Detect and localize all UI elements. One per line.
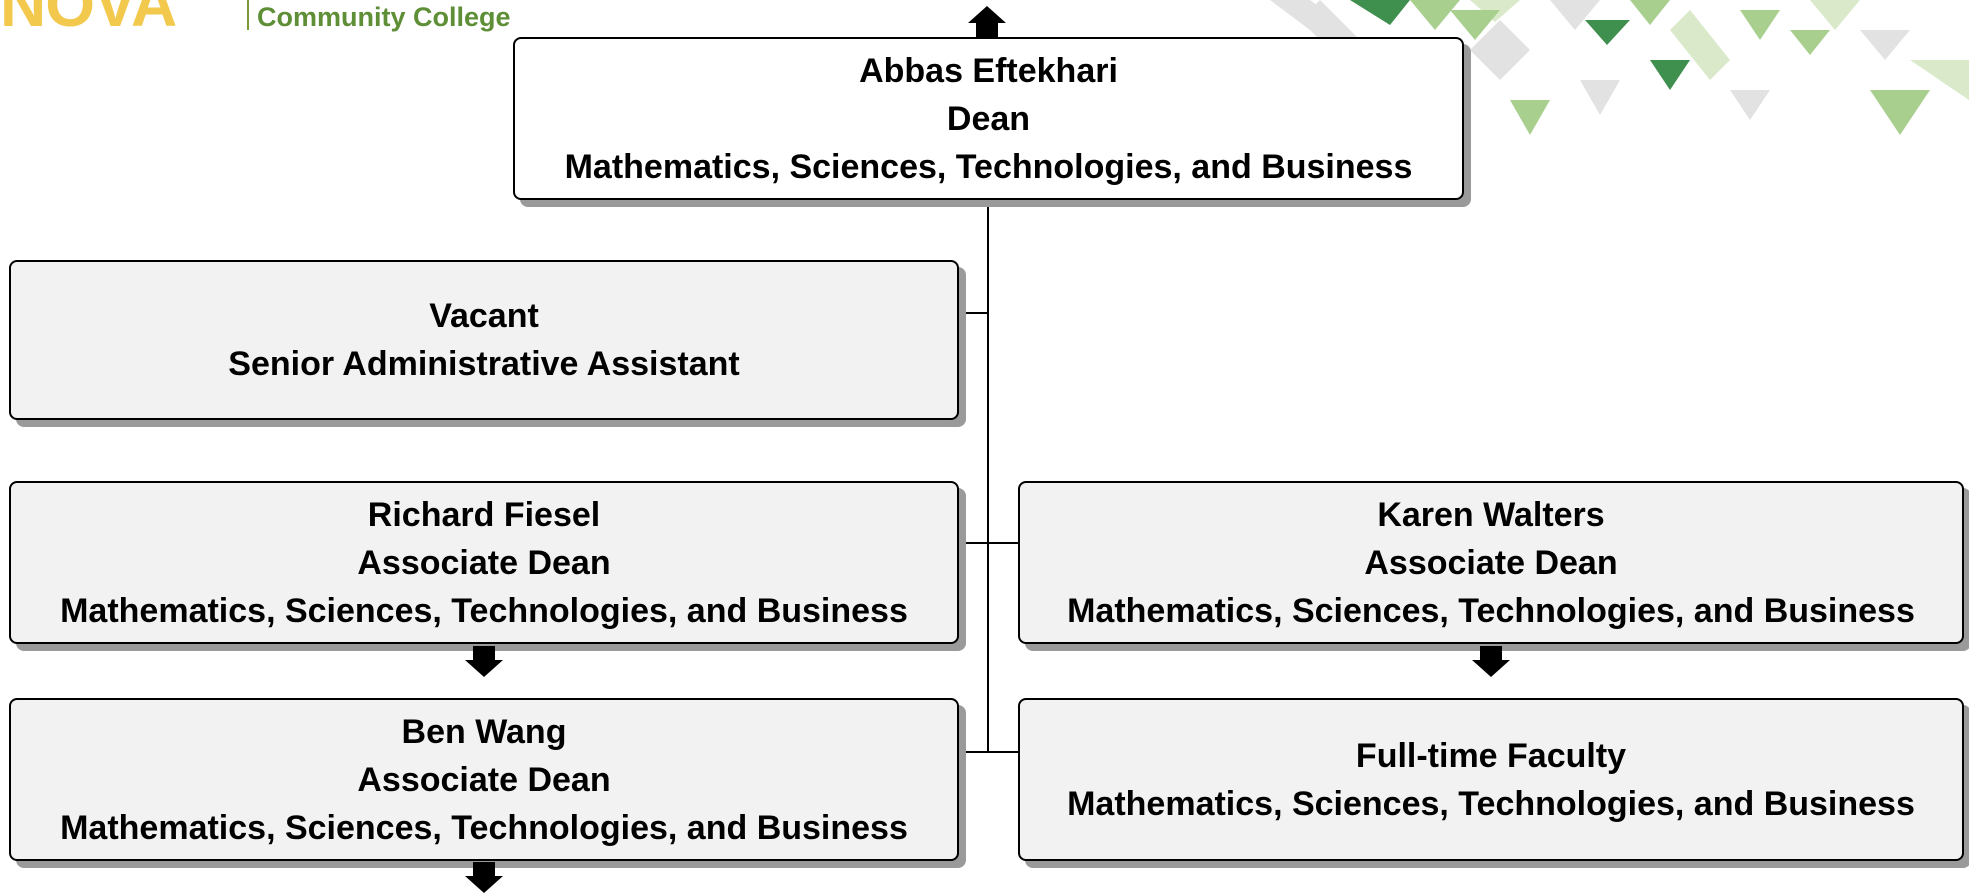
node-title: Associate Dean	[357, 543, 611, 582]
arrow-down-icon[interactable]	[1472, 646, 1510, 677]
node-title: Associate Dean	[357, 760, 611, 799]
pattern-shape	[1580, 80, 1620, 115]
node-associate-dean-wang[interactable]: Ben Wang Associate Dean Mathematics, Sci…	[9, 698, 959, 861]
node-title: Dean	[946, 99, 1031, 138]
pattern-shape	[1730, 90, 1770, 120]
pattern-shape	[1870, 90, 1930, 135]
pattern-shape	[1630, 0, 1670, 25]
pattern-shape	[1410, 0, 1460, 30]
pattern-shape	[1790, 30, 1830, 55]
node-dean[interactable]: Abbas Eftekhari Dean Mathematics, Scienc…	[513, 37, 1464, 200]
logo-divider	[247, 0, 249, 30]
arrow-up-icon[interactable]	[968, 6, 1006, 37]
pattern-shape	[1350, 0, 1410, 25]
pattern-shape	[1450, 10, 1500, 40]
nova-logo-wordmark: NOVA	[0, 0, 177, 40]
pattern-shape	[1740, 10, 1780, 40]
node-name: Richard Fiesel	[367, 495, 601, 534]
pattern-shape	[1470, 20, 1530, 80]
pattern-shape	[1650, 60, 1690, 90]
node-department: Mathematics, Sciences, Technologies, and…	[1067, 784, 1915, 823]
node-assistant[interactable]: Vacant Senior Administrative Assistant	[9, 260, 959, 420]
node-name: Karen Walters	[1377, 495, 1605, 534]
connector-assistant	[964, 312, 989, 314]
node-department: Mathematics, Sciences, Technologies, and…	[564, 147, 1413, 186]
node-department: Mathematics, Sciences, Technologies, and…	[60, 808, 908, 847]
arrow-down-icon[interactable]	[465, 646, 503, 677]
node-name: Ben Wang	[401, 712, 567, 751]
connector-associate-row-2	[964, 751, 1020, 753]
node-department: Mathematics, Sciences, Technologies, and…	[60, 591, 908, 630]
node-full-time-faculty[interactable]: Full-time Faculty Mathematics, Sciences,…	[1018, 698, 1964, 861]
node-department: Mathematics, Sciences, Technologies, and…	[1067, 591, 1915, 630]
pattern-shape	[1810, 0, 1860, 30]
pattern-shape	[1910, 60, 1969, 100]
pattern-shape	[1510, 100, 1550, 135]
connector-associate-row-1	[964, 542, 1020, 544]
pattern-shape	[1670, 10, 1730, 80]
node-name: Abbas Eftekhari	[859, 51, 1118, 90]
logo-subtitle: Community College	[257, 2, 511, 32]
pattern-shape	[1585, 20, 1630, 45]
node-associate-dean-walters[interactable]: Karen Walters Associate Dean Mathematics…	[1018, 481, 1964, 644]
node-title: Associate Dean	[1364, 543, 1618, 582]
node-associate-dean-fiesel[interactable]: Richard Fiesel Associate Dean Mathematic…	[9, 481, 959, 644]
node-name: Full-time Faculty	[1355, 736, 1627, 775]
pattern-shape	[1550, 0, 1600, 30]
trunk-connector	[987, 205, 989, 752]
pattern-shape	[1860, 30, 1910, 60]
node-name: Vacant	[429, 297, 539, 335]
arrow-down-icon[interactable]	[465, 862, 503, 893]
node-title: Senior Administrative Assistant	[228, 345, 740, 383]
